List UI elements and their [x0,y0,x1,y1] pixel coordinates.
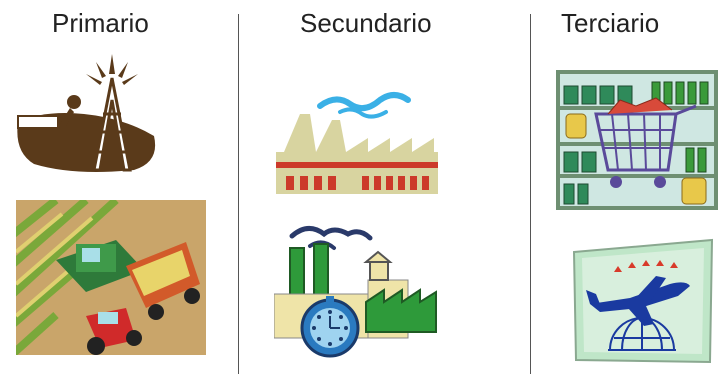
terciario-title: Terciario [561,8,660,38]
column-divider-right [530,14,531,374]
oil-drilling-clipart [14,52,160,176]
factory-clock-clipart [274,222,440,362]
primario-title: Primario [52,8,149,38]
harvester-field-clipart [16,200,206,355]
supermarket-shelf-clipart [556,70,718,210]
airplane-travel-clipart [570,238,716,366]
column-divider-left [238,14,239,374]
secundario-title: Secundario [300,8,432,38]
factory-smoke-clipart [276,90,438,196]
